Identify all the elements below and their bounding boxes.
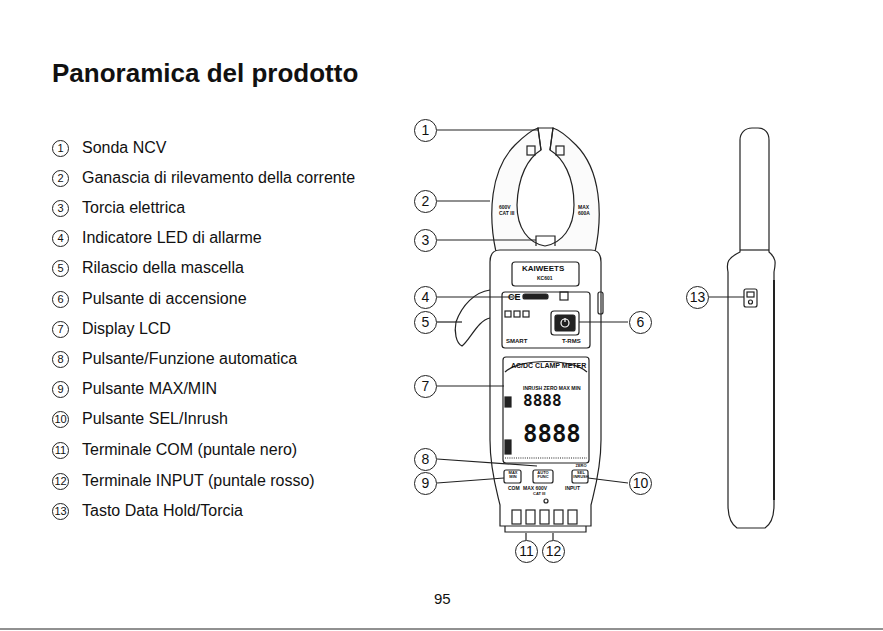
list-number: 6	[52, 291, 69, 308]
list-number: 1	[52, 140, 69, 157]
part-name: Tasto Data Hold/Torcia	[82, 502, 243, 520]
list-number: 9	[52, 381, 69, 398]
part-name: Indicatore LED di allarme	[82, 229, 262, 247]
part-name: Torcia elettrica	[82, 199, 185, 217]
part-name: Pulsante di accensione	[82, 290, 247, 308]
list-number: 2	[52, 170, 69, 187]
callout-number: 6	[629, 311, 652, 334]
terminal-text: CAT III	[533, 492, 545, 496]
list-number: 7	[52, 321, 69, 338]
model-number: KC601	[537, 276, 553, 282]
part-name: Pulsante/Funzione automatica	[82, 350, 297, 368]
brand-name: KAIWEETS	[522, 265, 564, 274]
callout-number: 2	[414, 190, 437, 213]
lcd-digits: 8888	[523, 421, 581, 447]
button-text: SEL INRUSH	[573, 471, 589, 479]
jaw-rating: 600A	[578, 211, 590, 217]
list-number: 4	[52, 230, 69, 247]
part-name: Terminale COM (puntale nero)	[82, 441, 297, 459]
callout-number: 5	[414, 311, 437, 334]
part-name: Pulsante SEL/Inrush	[82, 410, 228, 428]
display-title: AC/DC CLAMP METER	[511, 362, 586, 370]
part-name: Terminale INPUT (puntale rosso)	[82, 472, 315, 490]
part-name: Sonda NCV	[82, 139, 167, 157]
part-name: Pulsante MAX/MIN	[82, 380, 217, 398]
callout-number: 12	[542, 540, 565, 563]
lcd-digits: 8888	[523, 392, 562, 410]
panel-text: SMART	[506, 338, 527, 345]
button-text: AUTO FUNC	[535, 471, 551, 479]
ce-mark: CE	[508, 293, 521, 303]
list-number: 8	[52, 351, 69, 368]
list-number: 11	[52, 442, 69, 459]
callout-number: 8	[414, 448, 437, 471]
list-number: 13	[52, 503, 69, 520]
part-name: Display LCD	[82, 320, 171, 338]
callout-number: 7	[414, 375, 437, 398]
callout-number: 4	[414, 286, 437, 309]
list-number: 5	[52, 260, 69, 277]
terminal-text: INPUT	[565, 486, 580, 492]
part-name: Ganascia di rilevamento della corrente	[82, 169, 355, 187]
callout-number: 10	[629, 472, 652, 495]
list-number: 10	[52, 411, 69, 428]
terminal-text: COM	[508, 486, 520, 492]
jaw-rating: MAX	[578, 205, 589, 211]
callout-number: 11	[515, 540, 538, 563]
terminal-text: MAX 600V	[523, 486, 547, 492]
panel-text: T-RMS	[562, 338, 581, 345]
button-text: MAX MIN	[505, 471, 521, 479]
button-text: ZERO	[573, 464, 589, 468]
callout-number: 1	[414, 119, 437, 142]
page-number: 95	[434, 591, 451, 608]
callout-number: 13	[686, 286, 709, 309]
display-text: INRUSH ZERO MAX MIN	[523, 386, 581, 392]
callout-number: 9	[414, 472, 437, 495]
page-title: Panoramica del prodotto	[52, 59, 358, 88]
list-number: 12	[52, 473, 69, 490]
jaw-rating: 600V	[499, 205, 511, 211]
part-name: Rilascio della mascella	[82, 259, 244, 277]
jaw-rating: CAT III	[499, 211, 514, 217]
list-number: 3	[52, 200, 69, 217]
callout-number: 3	[414, 229, 437, 252]
